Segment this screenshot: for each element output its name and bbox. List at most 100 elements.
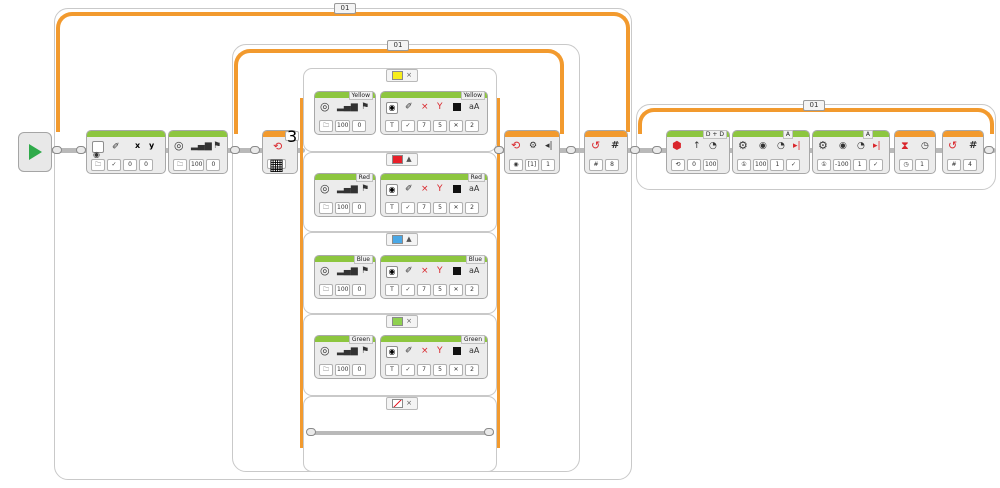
rotations-value[interactable]: 1 <box>852 159 867 171</box>
sequence-connector[interactable] <box>76 146 86 154</box>
hash-mode-icon[interactable]: # <box>589 159 603 171</box>
font-value[interactable]: 2 <box>465 202 479 214</box>
color-value[interactable]: ✕ <box>449 120 463 132</box>
file-icon[interactable]: 🗀 <box>173 159 187 171</box>
file-icon[interactable]: 🗀 <box>91 159 105 171</box>
case-remove[interactable]: × <box>406 399 412 407</box>
case-tab[interactable]: × <box>386 315 418 328</box>
display-text-block[interactable]: Blue ◉ ✐ × Y aA T ✓ 7 5 ✕ 2 <box>380 255 488 299</box>
play-type-value[interactable]: 0 <box>352 202 367 214</box>
sequence-connector[interactable] <box>494 146 504 154</box>
port-label[interactable]: A <box>782 130 793 139</box>
case-tab[interactable]: ▲ <box>386 233 418 246</box>
sound-file-name[interactable]: Green <box>348 335 373 344</box>
check-icon[interactable]: ✓ <box>868 159 883 171</box>
case-tab[interactable]: ▲ <box>386 153 418 166</box>
x-value[interactable]: 7 <box>417 284 431 296</box>
file-icon[interactable]: 🗀 <box>319 284 333 296</box>
case-tab[interactable]: × <box>386 69 418 82</box>
inner-loop-label[interactable]: 01 <box>387 40 409 51</box>
y-value[interactable]: 5 <box>433 202 447 214</box>
loop-count-value[interactable]: 4 <box>963 159 977 171</box>
y-value[interactable]: 5 <box>433 284 447 296</box>
display-text-block[interactable]: Red ◉ ✐ × Y aA T ✓ 7 5 ✕ 2 <box>380 173 488 217</box>
rotations-value[interactable]: 1 <box>770 159 785 171</box>
file-icon[interactable]: 🗀 <box>319 120 333 132</box>
text-type-icon[interactable]: T <box>385 202 399 214</box>
text-type-icon[interactable]: T <box>385 284 399 296</box>
port-label[interactable]: D + D <box>702 130 727 139</box>
mode-icon[interactable]: ⟲ <box>671 159 685 171</box>
display-text-name[interactable]: Yellow <box>460 91 485 100</box>
volume-value[interactable]: 100 <box>189 159 205 171</box>
start-block[interactable] <box>18 132 52 172</box>
sound-file-name[interactable]: Blue <box>353 255 373 264</box>
sequence-connector[interactable] <box>52 146 62 154</box>
volume-value[interactable]: 100 <box>335 120 351 132</box>
move-tank-block[interactable]: D + D ⬢ ↑ ◔ ⟲ 0 100 <box>666 130 730 174</box>
check-icon[interactable]: ✓ <box>107 159 121 171</box>
text-type-icon[interactable]: T <box>385 364 399 376</box>
sound-block[interactable]: Green ◎ ▂▄▆ ⚑ 🗀 100 0 <box>314 335 376 379</box>
display-text-name[interactable]: Green <box>460 335 485 344</box>
play-type-value[interactable]: 0 <box>206 159 221 171</box>
sequence-connector[interactable] <box>230 146 240 154</box>
time-mode-icon[interactable]: ◷ <box>899 159 913 171</box>
y-value[interactable]: 0 <box>139 159 153 171</box>
loop-interrupt-block-2[interactable]: ↺ # # 4 <box>942 130 984 174</box>
switch-mode-icon[interactable]: ▦ <box>267 155 287 174</box>
color-sensor-compare-block[interactable]: ⟲ ⚙ ◂| ◉ [1] 1 <box>504 130 560 174</box>
display-mode-icon[interactable]: ◉ <box>386 346 398 358</box>
sensor-mode-icon[interactable]: ◉ <box>509 159 523 171</box>
case-connector-right[interactable] <box>484 428 494 436</box>
x-value[interactable]: 0 <box>123 159 137 171</box>
text-type-icon[interactable]: T <box>385 120 399 132</box>
display-mode-icon[interactable]: ◉ <box>386 266 398 278</box>
sound-block[interactable]: Yellow ◎ ▂▄▆ ⚑ 🗀 100 0 <box>314 91 376 135</box>
play-type-value[interactable]: 0 <box>352 120 367 132</box>
compare-value[interactable]: 1 <box>541 159 555 171</box>
check-icon[interactable]: ✓ <box>401 284 415 296</box>
sound-block[interactable]: Red ◎ ▂▄▆ ⚑ 🗀 100 0 <box>314 173 376 217</box>
sequence-connector[interactable] <box>652 146 662 154</box>
volume-value[interactable]: 100 <box>335 284 351 296</box>
switch-case-red[interactable]: ▲ Red ◎ ▂▄▆ ⚑ 🗀 100 0 Red ◉ ✐ × Y aA T ✓… <box>303 152 497 232</box>
loop-count-value[interactable]: 8 <box>605 159 619 171</box>
hash-mode-icon[interactable]: # <box>947 159 961 171</box>
loop-interrupt-block[interactable]: ↺ # # 8 <box>584 130 628 174</box>
case-remove[interactable]: ▲ <box>406 235 412 243</box>
sound-file-name[interactable]: Yellow <box>348 91 373 100</box>
display-mode-icon[interactable]: ◉ <box>386 184 398 196</box>
color-value[interactable]: ✕ <box>449 202 463 214</box>
x-value[interactable]: 7 <box>417 120 431 132</box>
check-icon[interactable]: ✓ <box>401 202 415 214</box>
speed-value[interactable]: 100 <box>753 159 769 171</box>
display-block[interactable]: ◉ ✐ x y 🗀 ✓ 0 0 <box>86 130 166 174</box>
sequence-connector[interactable] <box>250 146 260 154</box>
switch-case-blue[interactable]: ▲ Blue ◎ ▂▄▆ ⚑ 🗀 100 0 Blue ◉ ✐ × Y aA T… <box>303 232 497 314</box>
sound-file-name[interactable]: Red <box>355 173 373 182</box>
check-icon[interactable]: ✓ <box>401 364 415 376</box>
sequence-connector[interactable] <box>984 146 994 154</box>
wait-block[interactable]: ⧗ ◷ ◷ 1 <box>894 130 936 174</box>
case-remove[interactable]: ▲ <box>406 155 412 163</box>
color-value[interactable]: ✕ <box>449 364 463 376</box>
right-loop-label[interactable]: 01 <box>803 100 825 111</box>
speed-value[interactable]: -100 <box>833 159 851 171</box>
play-type-value[interactable]: 0 <box>352 364 367 376</box>
sequence-connector[interactable] <box>566 146 576 154</box>
font-value[interactable]: 2 <box>465 364 479 376</box>
mode-icon[interactable]: ① <box>817 159 831 171</box>
y-value[interactable]: 5 <box>433 364 447 376</box>
x-value[interactable]: 7 <box>417 364 431 376</box>
display-text-block[interactable]: Green ◉ ✐ × Y aA T ✓ 7 5 ✕ 2 <box>380 335 488 379</box>
seconds-value[interactable]: 1 <box>915 159 929 171</box>
volume-value[interactable]: 100 <box>335 364 351 376</box>
outer-loop-label[interactable]: 01 <box>334 3 356 14</box>
y-value[interactable]: 5 <box>433 120 447 132</box>
display-mode-icon[interactable]: ◉ <box>92 141 104 159</box>
port-label[interactable]: A <box>862 130 873 139</box>
switch-case-yellow[interactable]: × Yellow ◎ ▂▄▆ ⚑ 🗀 100 0 Yellow ◉ ✐ × Y … <box>303 68 497 152</box>
case-connector-left[interactable] <box>306 428 316 436</box>
file-icon[interactable]: 🗀 <box>319 202 333 214</box>
